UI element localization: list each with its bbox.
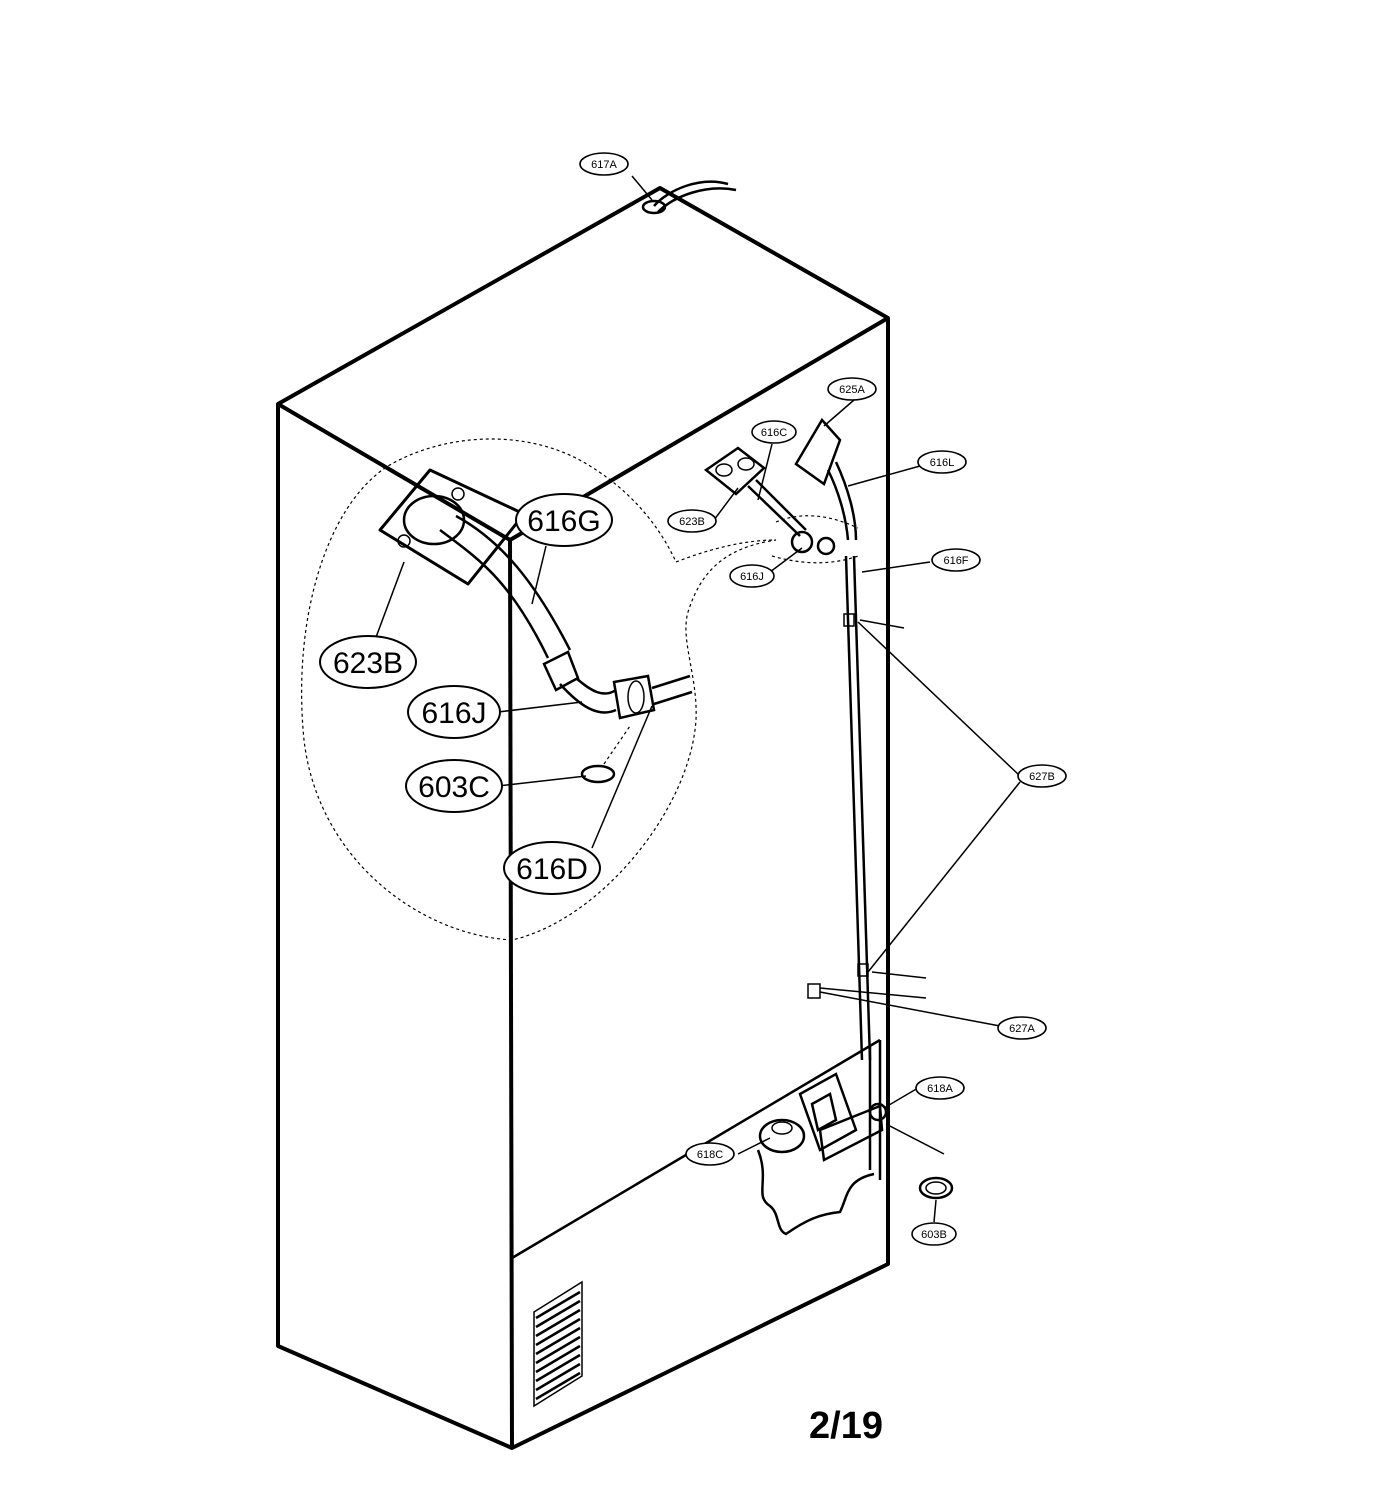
callout-616G: 616G (515, 493, 613, 547)
svg-text:627B: 627B (1029, 771, 1055, 783)
callout-627A: 627A (997, 1016, 1047, 1040)
svg-text:616F: 616F (943, 555, 968, 567)
svg-text:616J: 616J (740, 571, 764, 583)
svg-text:603C: 603C (418, 771, 490, 804)
callout-623B: 623B (319, 635, 417, 689)
callout-616F: 616F (931, 548, 981, 572)
svg-text:616G: 616G (527, 505, 600, 538)
callout-603B: 603B (911, 1222, 957, 1246)
page-number: 2/19 (809, 1405, 883, 1447)
svg-text:603B: 603B (921, 1229, 947, 1241)
svg-text:616L: 616L (930, 457, 954, 469)
callout-625A: 625A (827, 377, 877, 401)
callout-618A: 618A (915, 1076, 965, 1100)
valve-assembly-upper (703, 417, 927, 1061)
callout-618C: 618C (685, 1142, 735, 1166)
svg-text:616D: 616D (516, 853, 588, 886)
callout-616D: 616D (503, 841, 601, 895)
callout-603C: 603C (405, 759, 503, 813)
svg-text:616J: 616J (421, 697, 486, 730)
svg-text:625A: 625A (839, 384, 865, 396)
svg-text:618A: 618A (927, 1083, 953, 1095)
svg-text:618C: 618C (697, 1149, 723, 1161)
vent-grille (533, 1280, 583, 1408)
top-inlet-hose (631, 175, 737, 215)
callout-616C: 616C (751, 420, 797, 444)
svg-text:616C: 616C (761, 427, 787, 439)
callout-616L: 616L (917, 450, 967, 474)
callout-616J: 616J (407, 685, 501, 739)
callout-617A: 617A (579, 152, 629, 176)
svg-text:623B: 623B (679, 516, 705, 528)
callout-627B: 627B (1017, 764, 1067, 788)
leader-lines (371, 399, 1021, 1223)
svg-text:627A: 627A (1009, 1023, 1035, 1035)
callout-623B-small: 623B (667, 509, 717, 533)
svg-text:617A: 617A (591, 159, 617, 171)
cabinet-outline (276, 186, 890, 1450)
valve-assembly-lower (756, 1072, 954, 1236)
callout-616J-small: 616J (729, 564, 775, 588)
detail-bubble (301, 438, 777, 941)
svg-text:623B: 623B (333, 647, 403, 680)
